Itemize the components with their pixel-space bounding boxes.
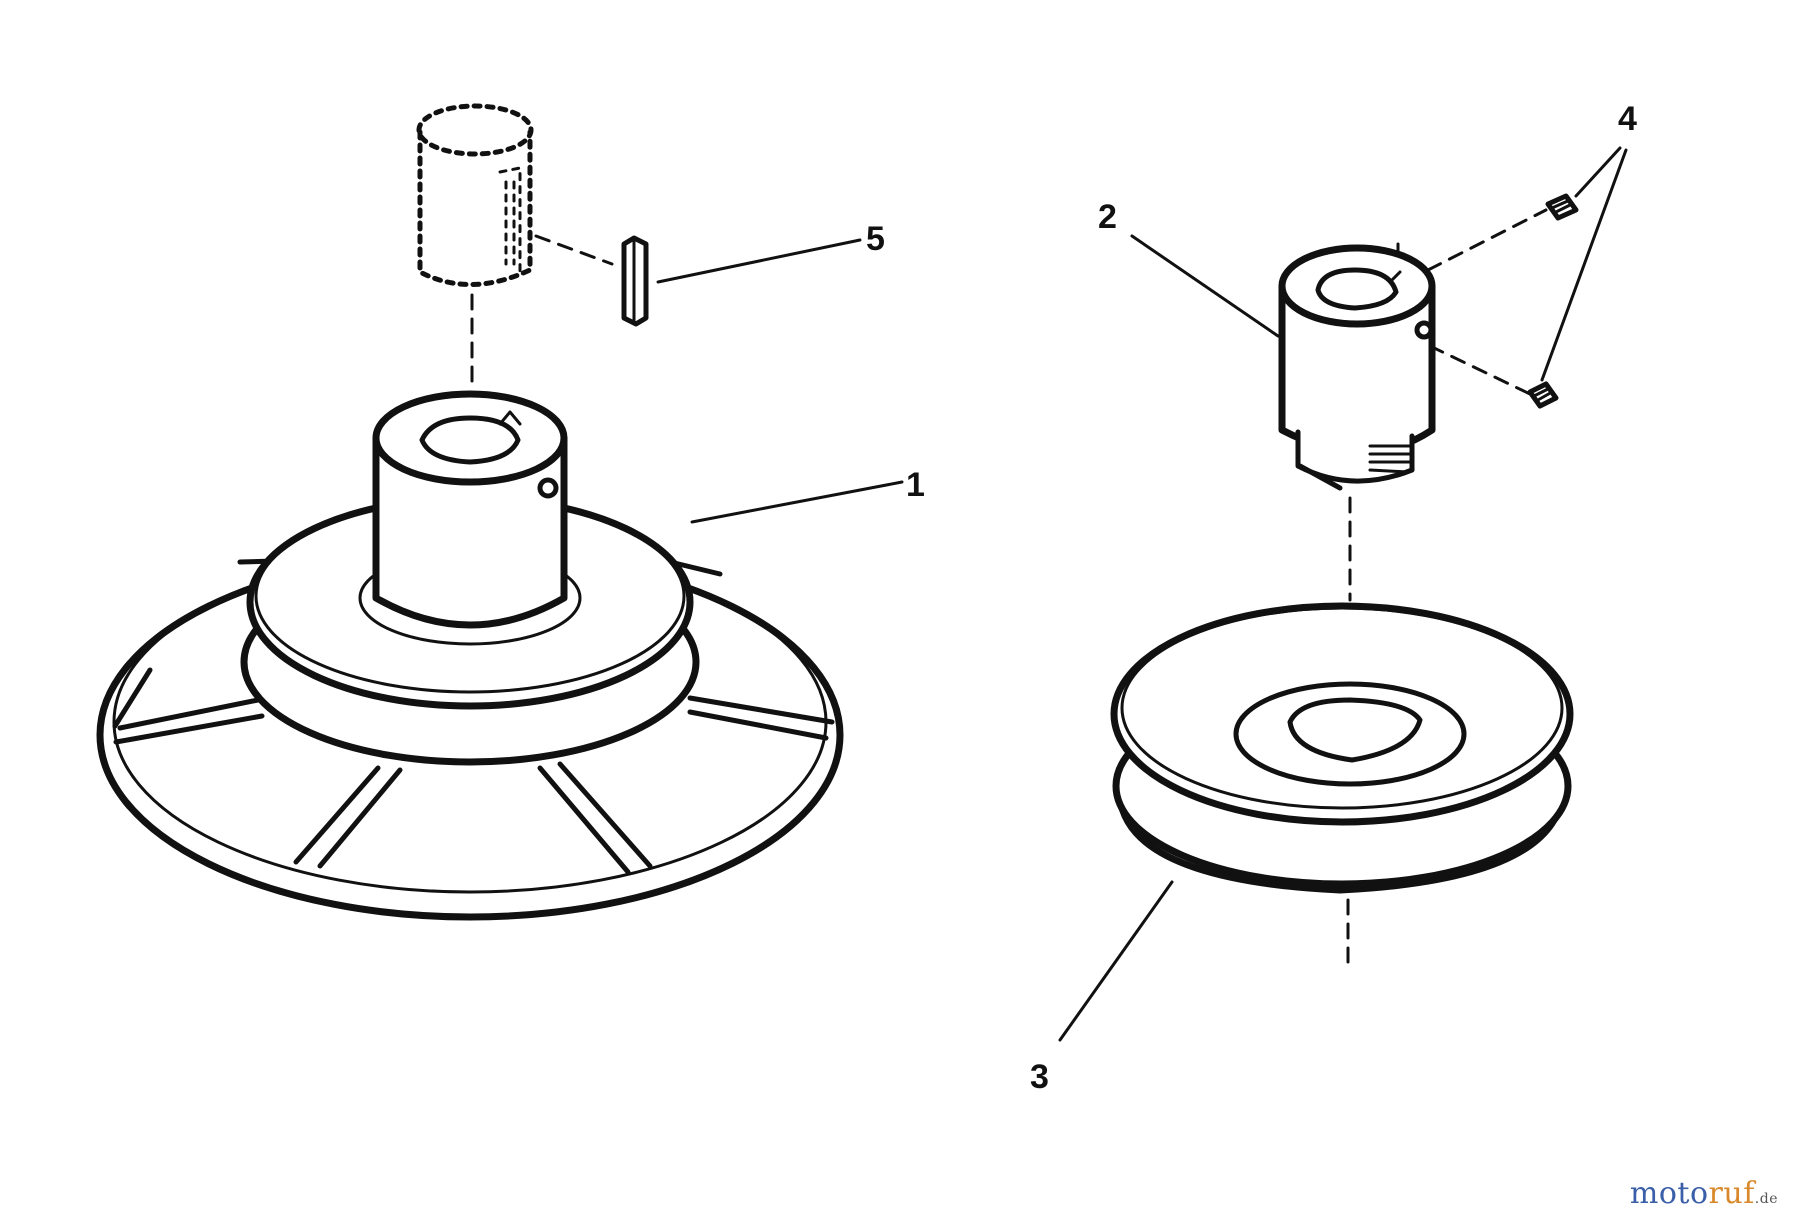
watermark-tld: .de	[1754, 1191, 1778, 1207]
leader-part5	[656, 238, 862, 284]
callout-part4: 4	[1618, 100, 1637, 138]
callout-part2: 2	[1098, 198, 1117, 236]
shaft-key	[534, 234, 649, 327]
leader-part2	[1130, 234, 1280, 338]
small-pulley	[1110, 602, 1574, 970]
leader-part4a	[1574, 146, 1622, 198]
leader-part4b	[1540, 148, 1628, 382]
watermark-part-b: ruf	[1708, 1176, 1755, 1211]
callout-part1: 1	[906, 466, 925, 504]
set-screws	[1426, 193, 1579, 409]
callout-part5: 5	[866, 220, 885, 258]
set-screw-lower	[1527, 381, 1559, 409]
hub-assembly	[1278, 242, 1436, 602]
watermark-logo: motoruf.de	[1630, 1176, 1778, 1211]
pulley-hub	[372, 390, 568, 629]
leader-part3	[1058, 880, 1174, 1042]
large-pulley-assembly	[96, 293, 844, 921]
set-screw-upper	[1545, 193, 1579, 221]
leader-part1	[690, 480, 904, 524]
watermark-part-a: moto	[1629, 1176, 1709, 1211]
phantom-shaft	[416, 103, 534, 287]
callout-part3: 3	[1030, 1058, 1049, 1096]
leader-lines	[656, 146, 1628, 1042]
